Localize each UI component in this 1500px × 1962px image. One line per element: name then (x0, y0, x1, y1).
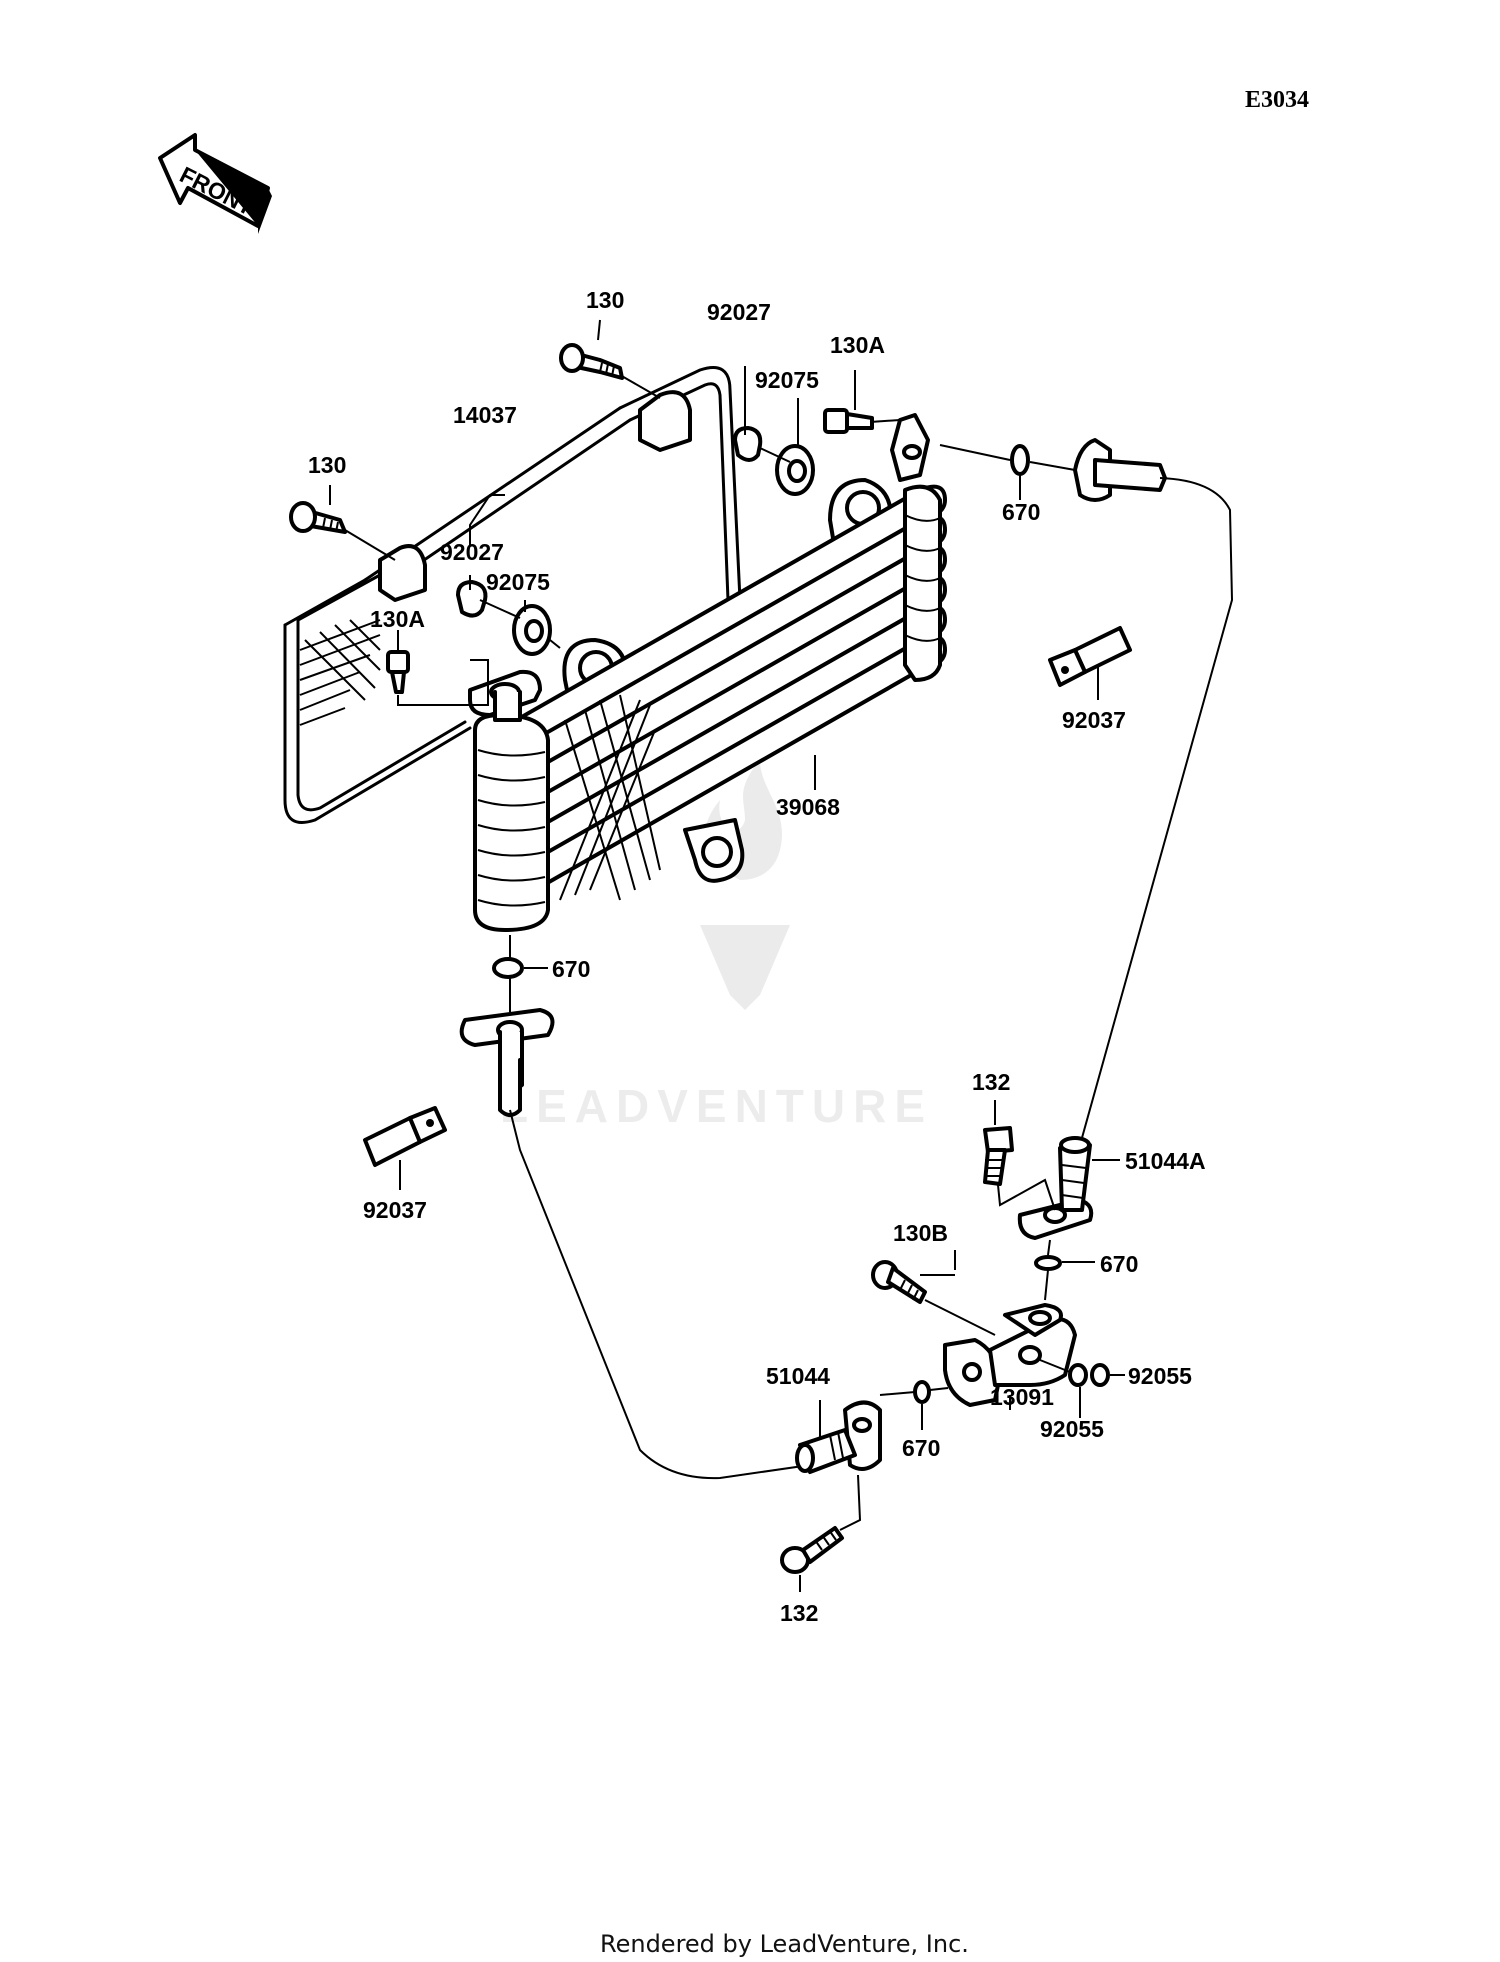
bolt-132-bottom (780, 1526, 844, 1574)
oring-670-right (1034, 1255, 1062, 1271)
label-132-bottom: 132 (780, 1600, 818, 1626)
label-92075-left: 92075 (486, 569, 550, 595)
label-51044a: 51044A (1125, 1148, 1206, 1174)
label-130b: 130B (893, 1220, 948, 1246)
label-92027-left: 92027 (440, 539, 504, 565)
oring-670-bottom (913, 1380, 931, 1404)
washer-92055-bottom (1068, 1363, 1088, 1387)
oring-670-left (492, 957, 524, 979)
label-670-bottom: 670 (902, 1435, 940, 1461)
label-670-right: 670 (1100, 1251, 1138, 1277)
label-92027-top: 92027 (707, 299, 771, 325)
diagram-code: E3034 (1245, 87, 1309, 113)
label-39068: 39068 (776, 794, 840, 820)
label-13091: 13091 (990, 1384, 1054, 1410)
collar-92027-top (733, 426, 763, 462)
label-130a-top: 130A (830, 332, 885, 358)
bolt-130-top (559, 343, 624, 380)
label-670-left: 670 (552, 956, 590, 982)
label-130-left: 130 (308, 452, 346, 478)
label-92055-bottom: 92055 (1040, 1416, 1104, 1442)
bolt-130-left (289, 501, 347, 534)
hose-fitting-51044a (1017, 1136, 1094, 1240)
oring-670-top (1010, 444, 1030, 476)
clamp-92037-right (1048, 626, 1132, 687)
label-92055-right: 92055 (1128, 1363, 1192, 1389)
damper-92075-left (512, 604, 552, 656)
bolt-132-top (983, 1126, 1014, 1186)
bolt-130a-top (823, 408, 874, 434)
damper-92075-top (775, 444, 815, 496)
watermark-text: LEADVENTURE (500, 1080, 933, 1132)
label-670-top: 670 (1002, 499, 1040, 525)
bolt-130a-left (386, 650, 410, 694)
washer-92055-right (1090, 1363, 1110, 1387)
label-130-top: 130 (586, 287, 624, 313)
label-132-top: 132 (972, 1069, 1010, 1095)
hose-fitting-51044 (795, 1400, 882, 1474)
hose-fitting-left (459, 1008, 555, 1117)
collar-92027-left (456, 580, 488, 618)
front-arrow-icon: FRONT (158, 133, 272, 234)
bolt-130b (871, 1260, 927, 1304)
fitting-block-13091 (943, 1303, 1077, 1407)
label-51044: 51044 (766, 1363, 830, 1389)
footer-credit: Rendered by LeadVenture, Inc. (600, 1930, 969, 1958)
clamp-92037-left (363, 1106, 447, 1167)
label-92037-right: 92037 (1062, 707, 1126, 733)
oil-cooler (468, 413, 947, 932)
hose-fitting-top-right (1073, 438, 1167, 502)
label-92075-top: 92075 (755, 367, 819, 393)
label-92037-left: 92037 (363, 1197, 427, 1223)
bracket-frame (283, 366, 742, 824)
label-14037: 14037 (453, 402, 517, 428)
label-130a-left: 130A (370, 606, 425, 632)
